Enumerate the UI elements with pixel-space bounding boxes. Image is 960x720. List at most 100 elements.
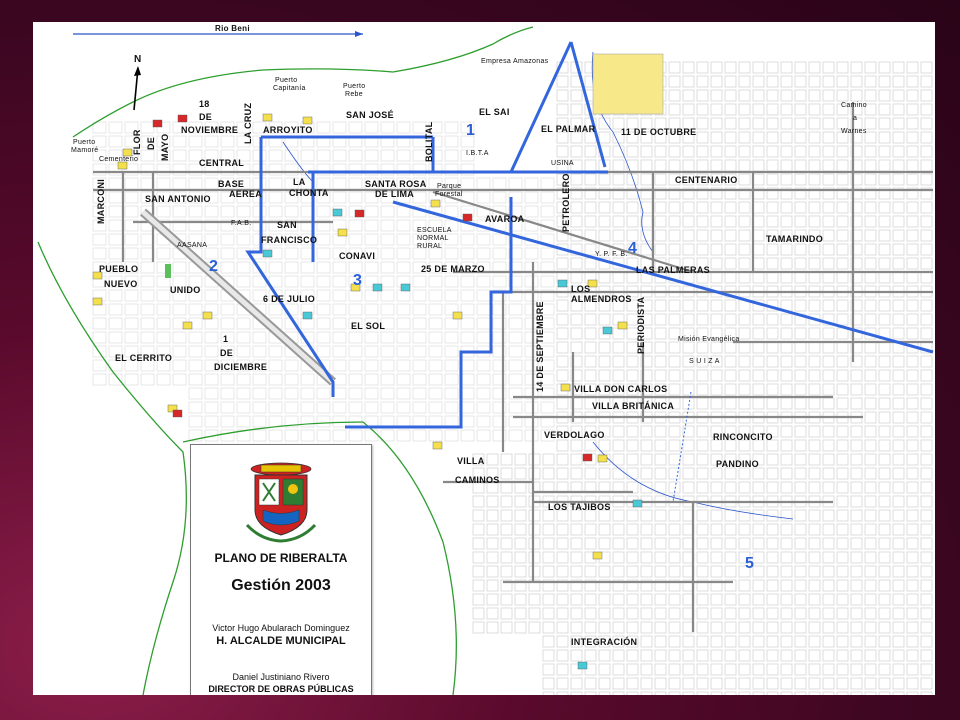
map-block (836, 243, 849, 256)
map-block (892, 117, 905, 130)
map-block (268, 387, 283, 400)
map-block (300, 415, 315, 428)
map-block (412, 429, 427, 442)
legend-plan-title: PLANO DE RIBERALTA (214, 551, 348, 565)
map-block (668, 61, 681, 74)
map-block (850, 579, 863, 592)
map-block (460, 275, 475, 288)
map-block (640, 509, 653, 522)
map-block (598, 145, 611, 158)
map-block (220, 191, 235, 204)
map-block (140, 345, 155, 358)
map-block (752, 229, 765, 242)
map-block (836, 621, 849, 634)
map-block (364, 429, 379, 442)
map-block (878, 173, 891, 186)
map-block (892, 75, 905, 88)
map-block (316, 303, 331, 316)
map-block (204, 331, 219, 344)
map-block (766, 635, 779, 648)
map-block (738, 355, 751, 368)
map-block (836, 313, 849, 326)
map-block (500, 607, 513, 620)
map-block (920, 215, 933, 228)
map-block (348, 359, 363, 372)
map-block (626, 467, 639, 480)
map-block (850, 593, 863, 606)
map-block (626, 621, 639, 634)
map-block (864, 145, 877, 158)
map-block (864, 341, 877, 354)
map-block (570, 145, 583, 158)
map-block (412, 373, 427, 386)
map-block (906, 187, 919, 200)
map-block (584, 425, 597, 438)
map-block (668, 215, 681, 228)
map-block (794, 215, 807, 228)
map-block (696, 509, 709, 522)
map-block (268, 303, 283, 316)
map-block (556, 145, 569, 158)
map-block (570, 173, 583, 186)
map-block (808, 677, 821, 690)
creek-line (282, 141, 314, 183)
map-block (204, 247, 219, 260)
map-block (540, 303, 555, 316)
map-block (710, 649, 723, 662)
map-block (892, 691, 905, 695)
map-block (780, 537, 793, 550)
map-block (300, 149, 315, 162)
map-block (836, 677, 849, 690)
map-block (808, 243, 821, 256)
map-block (752, 383, 765, 396)
map-block (556, 229, 569, 242)
map-block (682, 397, 695, 410)
map-block (724, 397, 737, 410)
map-block (850, 229, 863, 242)
map-block (794, 299, 807, 312)
map-block (626, 691, 639, 695)
map-block (508, 275, 523, 288)
map-block (878, 257, 891, 270)
map-block (892, 313, 905, 326)
map-block (220, 233, 235, 246)
map-block (892, 229, 905, 242)
map-block (710, 467, 723, 480)
label-santa-rosa-2: DE LIMA (375, 189, 415, 199)
map-block (724, 565, 737, 578)
map-block (300, 387, 315, 400)
map-block (626, 341, 639, 354)
map-block (906, 327, 919, 340)
point-of-interest-marker (602, 326, 613, 335)
map-block (570, 369, 583, 382)
map-block (682, 299, 695, 312)
map-block (682, 61, 695, 74)
map-block (710, 341, 723, 354)
map-block (492, 275, 507, 288)
map-block (500, 509, 513, 522)
map-block (878, 509, 891, 522)
map-block (794, 635, 807, 648)
map-block (524, 359, 539, 372)
map-block (92, 345, 107, 358)
map-block (906, 509, 919, 522)
map-block (878, 159, 891, 172)
map-block (752, 215, 765, 228)
map-block (570, 313, 583, 326)
map-block (920, 397, 933, 410)
map-block (444, 331, 459, 344)
map-block (444, 233, 459, 246)
map-block (780, 341, 793, 354)
map-block (836, 383, 849, 396)
map-block (668, 649, 681, 662)
map-block (612, 341, 625, 354)
map-block (850, 75, 863, 88)
map-block (696, 327, 709, 340)
map-block (284, 415, 299, 428)
map-block (892, 425, 905, 438)
map-block (766, 313, 779, 326)
map-block (460, 359, 475, 372)
map-block (808, 663, 821, 676)
map-block (460, 121, 475, 134)
map-block (668, 691, 681, 695)
